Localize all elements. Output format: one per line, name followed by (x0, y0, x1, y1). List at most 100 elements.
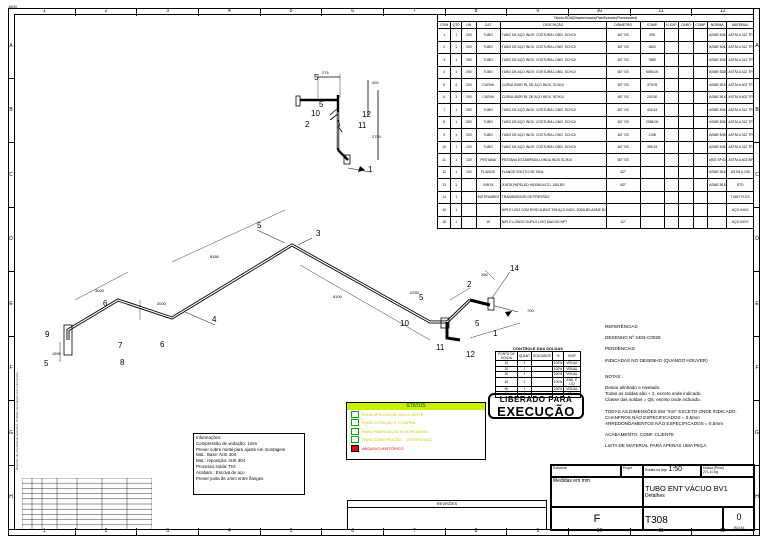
tb-scale: Escala na Imp. 1:50 (643, 465, 701, 477)
item-balloon: 11 (358, 121, 367, 130)
weld-cell: 40 (495, 376, 518, 387)
status-checkbox (351, 419, 359, 427)
notes-panel: REFERÊNCIAS DESENHO Nº 2403-C0026 PENDÊN… (605, 324, 753, 450)
weld-cell: 1 (516, 360, 533, 367)
weld-cell: VISUAL (563, 360, 581, 367)
revisions-title: REVISÕES (348, 501, 546, 508)
item-balloon: 3 (316, 229, 321, 238)
tb-title: TUBO ENT VÁCUO BV1 (645, 484, 728, 493)
zone-marker: 11 (631, 8, 693, 16)
tb-code: T308 (643, 507, 723, 531)
zone-marker: 5 (261, 8, 323, 16)
tb-scale-label: Escala na Imp. (645, 468, 668, 472)
zone-marker: 8 (446, 528, 508, 536)
weld-cell: VISUAL (563, 385, 581, 392)
zone-marker: H (754, 466, 760, 530)
tb-format: F (551, 507, 643, 531)
info-line-3: Mat.: Base: AISI 304 (196, 452, 237, 458)
revision-grid-left (22, 478, 152, 530)
stamp-line-2: EXECUÇÃO (497, 404, 575, 419)
zone-marker: F (754, 337, 760, 401)
dimension-note-1: TODAS AS DIMENSÕES EM "mm" EXCETO ONDE I… (605, 408, 737, 414)
dimension-label: 700 (527, 308, 534, 313)
bom-cell: ASTM A 312 TP304 (726, 65, 754, 79)
bom-cell (707, 215, 728, 229)
note-1: Deixar alinhado e nivelado. (605, 385, 661, 391)
weld-cell: END. P. LÍQ (563, 376, 581, 387)
weld-cell: 1 (516, 365, 533, 372)
item-balloon: 1 (368, 165, 373, 174)
status-checkbox (351, 436, 359, 444)
bom-cell: 15 (436, 203, 452, 217)
title-block: Estrutura Projet Escala na Imp. 1:50 Mas… (550, 464, 755, 531)
dimension-label: 276 (322, 70, 329, 75)
zone-marker: 6 (322, 8, 385, 16)
bom-cell: 100 (461, 140, 477, 154)
info-line-7: Prever junta de 2mm entre flanges (196, 475, 264, 481)
status-checkbox (351, 427, 359, 435)
approval-stamp: LIBERADO PARA EXECUÇÃO (488, 393, 584, 419)
tb-projection: Medidas em mm (551, 477, 643, 507)
zone-marker: 1 (14, 8, 76, 16)
weld-header: QUANT (516, 351, 533, 361)
tb-project-label: Projet (623, 466, 632, 470)
bom-header: COMP (692, 21, 709, 29)
bom-cell: TUBO DE AÇO INOX, COSTURA LONG. SCH10 (499, 53, 607, 67)
item-balloon: 14 (510, 264, 519, 273)
status-item: PARA APROVAÇÃO DO CLIENTE (347, 410, 485, 419)
notes-header: NOTAS: (605, 373, 622, 379)
bom-cell: TUBO (475, 40, 501, 54)
zone-marker: 4 (199, 528, 261, 536)
item-balloon: 8 (120, 358, 125, 367)
tb-mass-unit: kg (714, 470, 718, 474)
item-balloon: 5 (475, 319, 480, 328)
zone-marker: D (8, 208, 14, 272)
dimension-label: 1800 (8, 4, 18, 9)
dimension-label: 8100 (333, 294, 343, 299)
zone-marker: B (8, 79, 14, 143)
zone-marker: B (754, 79, 760, 143)
bom-header: ITEM (436, 21, 452, 29)
zone-marker: 11 (631, 528, 693, 536)
bill-of-materials-table: Tabela BOM(Bhadenlusada)Planilhunade(Pla… (436, 14, 754, 229)
item-balloon: 2 (305, 120, 310, 129)
zone-marker: G (754, 401, 760, 466)
weld-cell: 1 (516, 385, 533, 392)
weld-cell: 100% (551, 376, 565, 387)
bom-cell: ASTM A 403 TP304 (726, 90, 754, 104)
zone-marker: F (8, 337, 14, 401)
bom-cell: CURVA (475, 90, 501, 104)
status-label: PARA APROVAÇÃO DO CLIENTE (362, 411, 424, 417)
zone-marker: 8 (446, 8, 508, 16)
weld-cell: 100% (551, 385, 565, 392)
status-title: STATUS (347, 403, 485, 410)
zone-marker: 2 (76, 8, 138, 16)
tb-units: Medidas em mm (553, 478, 590, 484)
weld-header: SOLDADOR (531, 351, 553, 361)
tb-sheet: ISO A3 (733, 526, 745, 530)
bom-cell: INSTRUMENT O (475, 190, 501, 204)
dimension-label: 2250 (410, 290, 420, 295)
revisions-block: REVISÕES (347, 500, 547, 530)
dimension-label: 3000 (95, 288, 105, 293)
bom-cell (461, 215, 477, 229)
tb-scale-value: 1:50 (668, 466, 683, 473)
main-isometric-run (59, 209, 521, 362)
item-balloon: 5 (257, 221, 262, 230)
dimension-label: 8160 (210, 254, 220, 259)
item-balloon: 10 (400, 319, 409, 328)
bom-cell: 6 (436, 90, 452, 104)
bom-header: UN (461, 21, 477, 29)
dimension-label: 1500 (52, 351, 62, 356)
zone-marker: C (8, 143, 14, 208)
zone-marker: A (8, 14, 14, 79)
tb-format-value: F (593, 513, 601, 525)
bom-cell: ASME B36.19 (707, 140, 728, 154)
